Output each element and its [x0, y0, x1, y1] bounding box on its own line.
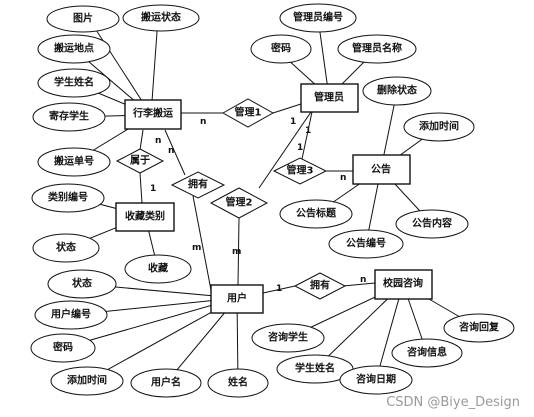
attribute-favorite: 收藏 [124, 254, 192, 284]
card-manage3-notice: n [340, 173, 346, 183]
relation-manage2: 管理2 [209, 187, 269, 219]
svg-text:公告标题: 公告标题 [296, 207, 337, 220]
svg-text:收藏: 收藏 [148, 262, 168, 275]
svg-text:用户: 用户 [226, 292, 247, 305]
svg-text:管理3: 管理3 [287, 164, 314, 177]
svg-text:搬运单号: 搬运单号 [54, 155, 94, 168]
card-manage2-user: m [232, 247, 241, 257]
attribute-admin-password: 密码 [250, 34, 312, 64]
svg-text:用户名: 用户名 [150, 376, 181, 389]
svg-text:咨询学生: 咨询学生 [268, 331, 308, 344]
svg-text:行李搬运: 行李搬运 [132, 107, 173, 120]
attribute-notice-no: 公告编号 [328, 229, 404, 259]
svg-text:搬运地点: 搬运地点 [54, 42, 94, 55]
card-belong-category: 1 [150, 184, 156, 194]
svg-text:密码: 密码 [53, 341, 73, 354]
svg-text:添加时间: 添加时间 [67, 374, 107, 387]
svg-text:属于: 属于 [130, 155, 150, 167]
attribute-user-added-time: 添加时间 [50, 366, 124, 396]
attribute-consult-date: 咨询日期 [339, 365, 413, 395]
attribute-consult-info: 咨询信息 [391, 338, 463, 368]
svg-text:寄存学生: 寄存学生 [49, 110, 89, 123]
attribute-luggage-no: 搬运单号 [37, 147, 111, 177]
attribute-notice-title: 公告标题 [279, 199, 353, 229]
relation-own-luggage: 拥有 [170, 171, 226, 199]
entity-consult: 校园咨询 [374, 269, 433, 300]
svg-text:用户编号: 用户编号 [50, 308, 91, 321]
svg-text:管理2: 管理2 [226, 196, 253, 209]
svg-text:学生姓名: 学生姓名 [54, 76, 94, 89]
entity-admin: 管理员 [300, 83, 359, 113]
card-own-user: m [192, 243, 201, 253]
svg-text:姓名: 姓名 [227, 376, 248, 389]
svg-text:管理员: 管理员 [314, 91, 344, 104]
attribute-luggage-place: 搬运地点 [37, 34, 111, 64]
svg-text:状态: 状态 [56, 241, 76, 254]
attribute-consult-student: 咨询学生 [251, 323, 325, 353]
watermark: CSDN @Biye_Design [386, 395, 520, 410]
card-own-luggage: n [168, 146, 174, 156]
attribute-admin-name: 管理员名称 [337, 34, 417, 64]
svg-text:咨询信息: 咨询信息 [407, 346, 447, 359]
entities: 行李搬运 管理员 公告 收藏类别 用户 校园咨询 [115, 83, 433, 314]
svg-text:公告: 公告 [371, 163, 391, 176]
svg-text:收藏类别: 收藏类别 [125, 210, 165, 223]
card-manage1-luggage: n [200, 117, 206, 127]
entity-notice: 公告 [352, 154, 411, 185]
attribute-user-password: 密码 [30, 333, 96, 363]
svg-text:管理1: 管理1 [235, 106, 262, 119]
svg-text:状态: 状态 [72, 277, 92, 290]
relation-manage3: 管理3 [272, 157, 328, 185]
entity-category: 收藏类别 [115, 202, 175, 232]
svg-text:删除状态: 删除状态 [377, 84, 417, 97]
attribute-category-status: 状态 [32, 233, 100, 263]
card-manage3-admin: 1 [297, 143, 303, 153]
svg-text:类别编号: 类别编号 [48, 191, 88, 204]
svg-text:管理员编号: 管理员编号 [293, 11, 343, 24]
svg-text:咨询日期: 咨询日期 [356, 373, 396, 386]
attribute-photo: 图片 [46, 5, 120, 33]
svg-text:咨询回复: 咨询回复 [459, 321, 500, 334]
attribute-admin-no: 管理员编号 [279, 3, 357, 33]
svg-text:公告编号: 公告编号 [346, 237, 386, 250]
cardinalities: n 1 1 m 1 n n 1 n m 1 n [150, 117, 366, 294]
attribute-username: 用户名 [130, 368, 202, 398]
svg-text:添加时间: 添加时间 [419, 120, 459, 133]
attribute-category-no: 类别编号 [31, 183, 105, 213]
attribute-consult-student-name: 学生姓名 [276, 354, 354, 384]
attribute-real-name: 姓名 [207, 368, 269, 398]
card-own2-user: 1 [276, 284, 282, 294]
card-belong-luggage: n [155, 136, 161, 146]
attribute-user-no: 用户编号 [34, 300, 108, 330]
card-manage2-admin: 1 [305, 126, 311, 136]
svg-text:学生姓名: 学生姓名 [295, 362, 335, 375]
svg-text:拥有: 拥有 [310, 279, 330, 292]
svg-text:搬运状态: 搬运状态 [141, 11, 181, 24]
attribute-user-status: 状态 [47, 269, 117, 299]
entity-luggage: 行李搬运 [124, 99, 182, 130]
attribute-student-name: 学生姓名 [37, 68, 111, 98]
card-own2-consult: n [360, 275, 366, 285]
attribute-luggage-status: 搬运状态 [122, 4, 200, 32]
relation-manage1: 管理1 [221, 98, 275, 128]
attribute-delete-status: 删除状态 [362, 76, 432, 106]
svg-text:校园咨询: 校园咨询 [383, 277, 423, 290]
attribute-notice-content: 公告内容 [395, 209, 469, 239]
attribute-store-student: 寄存学生 [32, 102, 106, 132]
relation-belong: 属于 [115, 148, 165, 174]
relationships: 管理1 管理2 管理3 属于 拥有 拥有 [115, 98, 347, 300]
attribute-consult-reply: 咨询回复 [443, 313, 515, 343]
relation-own-consult: 拥有 [293, 272, 347, 300]
svg-text:密码: 密码 [271, 42, 291, 55]
entity-user: 用户 [210, 284, 264, 314]
svg-text:拥有: 拥有 [188, 178, 208, 191]
svg-text:管理员名称: 管理员名称 [352, 42, 402, 55]
svg-text:公告内容: 公告内容 [412, 217, 452, 230]
attribute-notice-added-time: 添加时间 [403, 112, 475, 142]
card-manage1-admin: 1 [290, 117, 296, 127]
svg-text:图片: 图片 [73, 12, 93, 25]
attributes: 图片 搬运状态 搬运地点 学生姓名 寄存学生 搬运单号 管理员编号 密码 管理员… [30, 3, 515, 398]
